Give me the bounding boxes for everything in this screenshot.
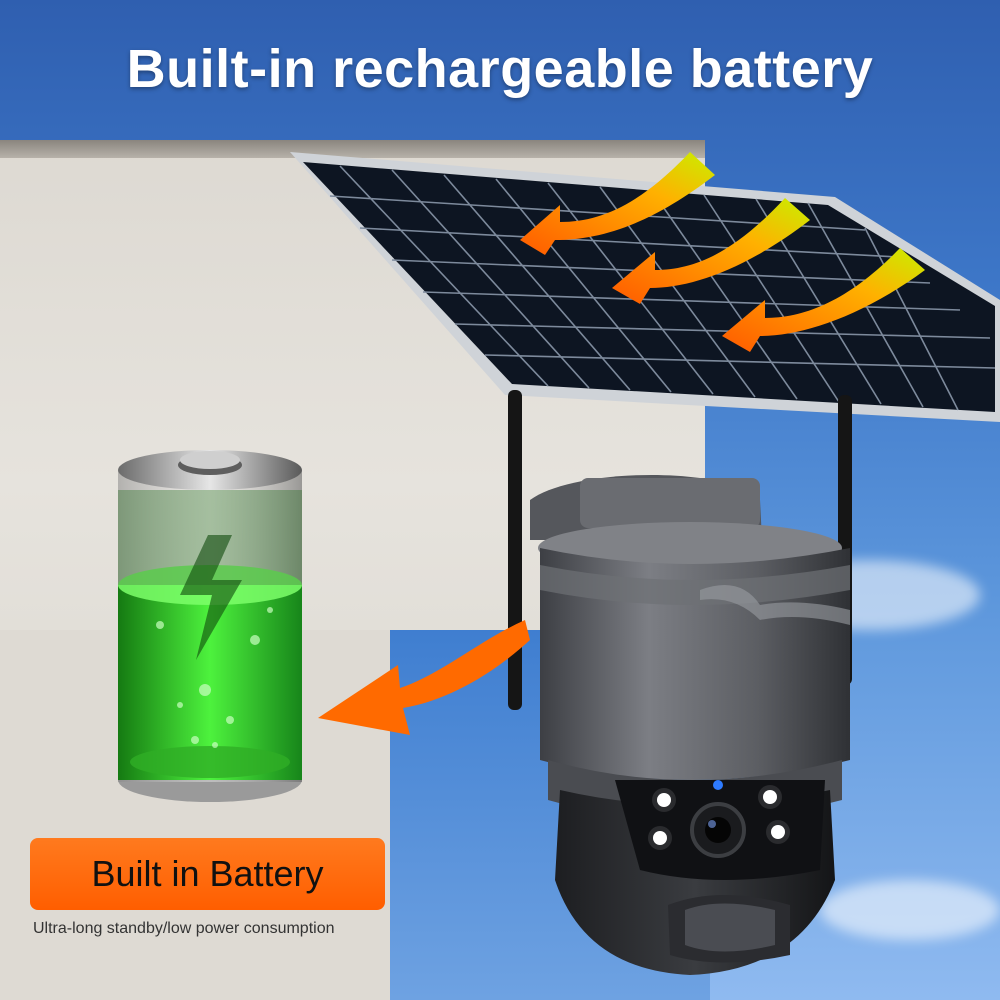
arrow-icon xyxy=(612,198,810,304)
cloud xyxy=(820,880,1000,940)
antenna xyxy=(508,390,522,710)
arrow-icon xyxy=(520,152,715,255)
badge-label: Built in Battery xyxy=(91,853,324,894)
security-camera xyxy=(530,474,850,975)
battery-icon xyxy=(118,450,302,802)
feature-caption: Ultra-long standby/low power consumption xyxy=(33,920,335,937)
arrow-icon xyxy=(318,620,530,735)
feature-badge: Built in Battery xyxy=(30,838,385,910)
page-title: Built-in rechargeable battery xyxy=(126,39,874,99)
lightning-bolt-icon xyxy=(180,535,242,660)
wall-cap xyxy=(0,140,705,158)
arrow-icon xyxy=(722,248,925,352)
